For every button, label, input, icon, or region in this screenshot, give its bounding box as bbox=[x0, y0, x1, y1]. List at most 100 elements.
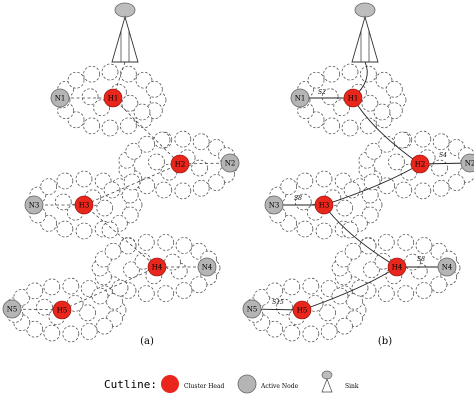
active-node bbox=[437, 257, 457, 277]
cluster-head-node bbox=[292, 300, 312, 320]
member-node bbox=[336, 199, 354, 217]
cluster-head-label: H4 bbox=[152, 264, 163, 272]
member-node bbox=[323, 65, 341, 83]
cluster-head-label: H3 bbox=[79, 202, 90, 210]
active-node bbox=[264, 195, 284, 215]
member-node bbox=[192, 133, 210, 151]
head-link bbox=[61, 266, 158, 311]
member-node bbox=[119, 65, 137, 83]
hop-label: S15 bbox=[272, 299, 284, 306]
member-node bbox=[138, 177, 156, 195]
cluster-head-node bbox=[147, 257, 167, 277]
member-node bbox=[43, 324, 61, 342]
member-node bbox=[148, 153, 165, 171]
active-node bbox=[2, 299, 22, 319]
member-node bbox=[43, 278, 61, 296]
cluster-head-node bbox=[343, 88, 363, 108]
member-node bbox=[192, 179, 210, 197]
member-node bbox=[157, 233, 175, 251]
member-node bbox=[344, 242, 362, 260]
cluster-head-label: H3 bbox=[319, 202, 330, 210]
member-node bbox=[101, 63, 119, 81]
member-node bbox=[96, 199, 114, 217]
member-node bbox=[361, 94, 379, 112]
legend-cluster-head-label: Cluster Head bbox=[184, 383, 225, 390]
member-node bbox=[56, 172, 74, 190]
active-node-label: N2 bbox=[465, 160, 474, 168]
active-node-label: N5 bbox=[7, 306, 18, 314]
active-node-legend-icon bbox=[237, 374, 257, 394]
cluster-head-label: H1 bbox=[348, 95, 359, 103]
bridge-node bbox=[153, 131, 171, 149]
member-node bbox=[26, 320, 44, 338]
member-node bbox=[320, 323, 338, 340]
cluster-head-node bbox=[387, 257, 407, 277]
bridge-node bbox=[373, 103, 391, 121]
cluster-head-node bbox=[103, 88, 123, 108]
member-node bbox=[306, 294, 324, 312]
cluster-head-legend-icon bbox=[161, 375, 179, 393]
active-node-label: N1 bbox=[55, 95, 66, 103]
member-node bbox=[414, 130, 432, 148]
member-node bbox=[397, 233, 415, 251]
panel-b-caption: (b) bbox=[378, 336, 392, 347]
member-node bbox=[341, 63, 359, 81]
member-node bbox=[430, 276, 448, 294]
active-node-label: N3 bbox=[269, 202, 280, 210]
member-node bbox=[266, 320, 284, 338]
member-node bbox=[75, 222, 93, 240]
cluster-head-node bbox=[170, 154, 190, 174]
member-node bbox=[377, 285, 395, 303]
member-node bbox=[296, 220, 314, 238]
bridge-node bbox=[341, 221, 359, 239]
cluster-head-label: H2 bbox=[175, 161, 186, 169]
cluster-head-label: H5 bbox=[57, 307, 68, 315]
active-node-label: N4 bbox=[202, 264, 213, 272]
member-node bbox=[123, 261, 140, 279]
active-node bbox=[50, 88, 70, 108]
hop-label: S2 bbox=[318, 89, 326, 96]
bridge-node bbox=[101, 221, 119, 239]
member-node bbox=[395, 181, 413, 199]
member-node bbox=[190, 276, 208, 294]
member-node bbox=[397, 285, 415, 303]
member-node bbox=[266, 282, 284, 300]
member-node bbox=[378, 177, 396, 195]
member-node bbox=[296, 172, 314, 190]
cluster-2 bbox=[358, 130, 474, 200]
member-node bbox=[121, 94, 139, 112]
member-node bbox=[361, 186, 379, 204]
member-node bbox=[101, 119, 119, 137]
sink-icon bbox=[351, 2, 379, 63]
head-link bbox=[83, 204, 158, 268]
bridge-node bbox=[393, 131, 411, 149]
member-node bbox=[276, 298, 293, 316]
member-node bbox=[302, 325, 320, 343]
member-node bbox=[208, 174, 225, 191]
member-node bbox=[174, 182, 192, 200]
member-node bbox=[26, 282, 44, 300]
bridge-node bbox=[133, 103, 151, 121]
cluster-head-label: H2 bbox=[415, 161, 426, 169]
cluster-head-label: H4 bbox=[392, 264, 403, 272]
member-node bbox=[404, 253, 421, 271]
member-node bbox=[119, 117, 137, 135]
cluster-head-node bbox=[410, 154, 430, 174]
cluster-head-node bbox=[74, 195, 94, 215]
member-node bbox=[336, 317, 353, 335]
member-node bbox=[448, 174, 465, 191]
member-node bbox=[157, 285, 175, 303]
head-link bbox=[83, 163, 181, 206]
member-node bbox=[302, 277, 320, 295]
member-node bbox=[56, 220, 74, 238]
member-node bbox=[96, 317, 113, 335]
hop-label: S8 bbox=[417, 256, 425, 263]
member-node bbox=[137, 233, 155, 251]
member-node bbox=[81, 88, 99, 106]
legend-active-node-label: Active Node bbox=[260, 383, 299, 390]
member-node bbox=[174, 130, 192, 148]
member-node bbox=[359, 117, 377, 135]
legend: Cutline: Cluster Head Active Node Sink bbox=[104, 370, 359, 394]
